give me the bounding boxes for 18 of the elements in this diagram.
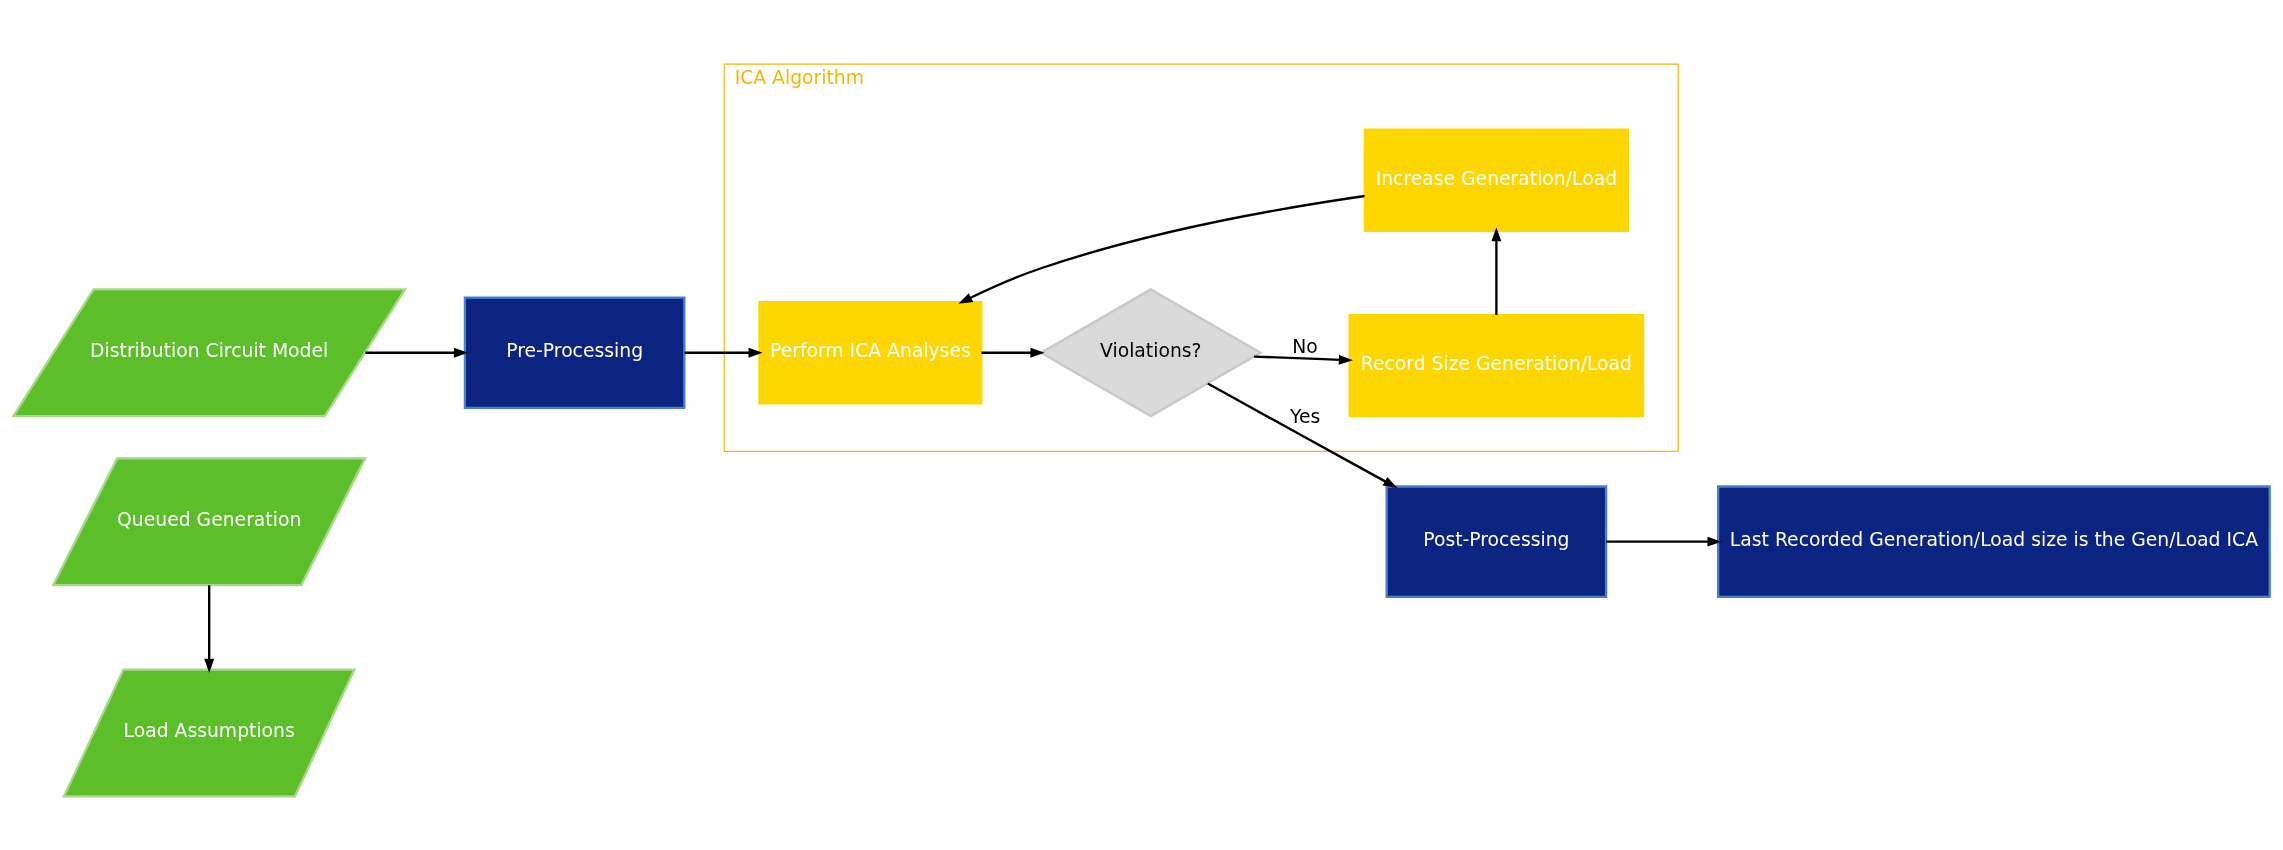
edge-label: Yes [1289,405,1321,427]
node-box: Pre-Processing [463,295,686,409]
arrow [1606,536,1722,547]
arrow [1253,354,1353,365]
edge-label: No [1292,335,1318,357]
arrow [204,584,215,673]
arrow [981,347,1045,358]
arrow [1207,382,1398,488]
node-box: Increase Generation/Load [1363,128,1629,232]
arrow [958,194,1365,304]
arrow [684,347,763,358]
node-diamond: Violations? [1038,287,1263,417]
node-box: Last Recorded Generation/Load size is the Gen/Load ICA [1717,484,2271,598]
arrow [1491,226,1502,315]
node-box: Record Size Generation/Load [1348,313,1645,417]
node-box: Post-Processing [1385,484,1608,598]
arrow [365,347,469,358]
node-box: Perform ICA Analyses [758,300,983,404]
